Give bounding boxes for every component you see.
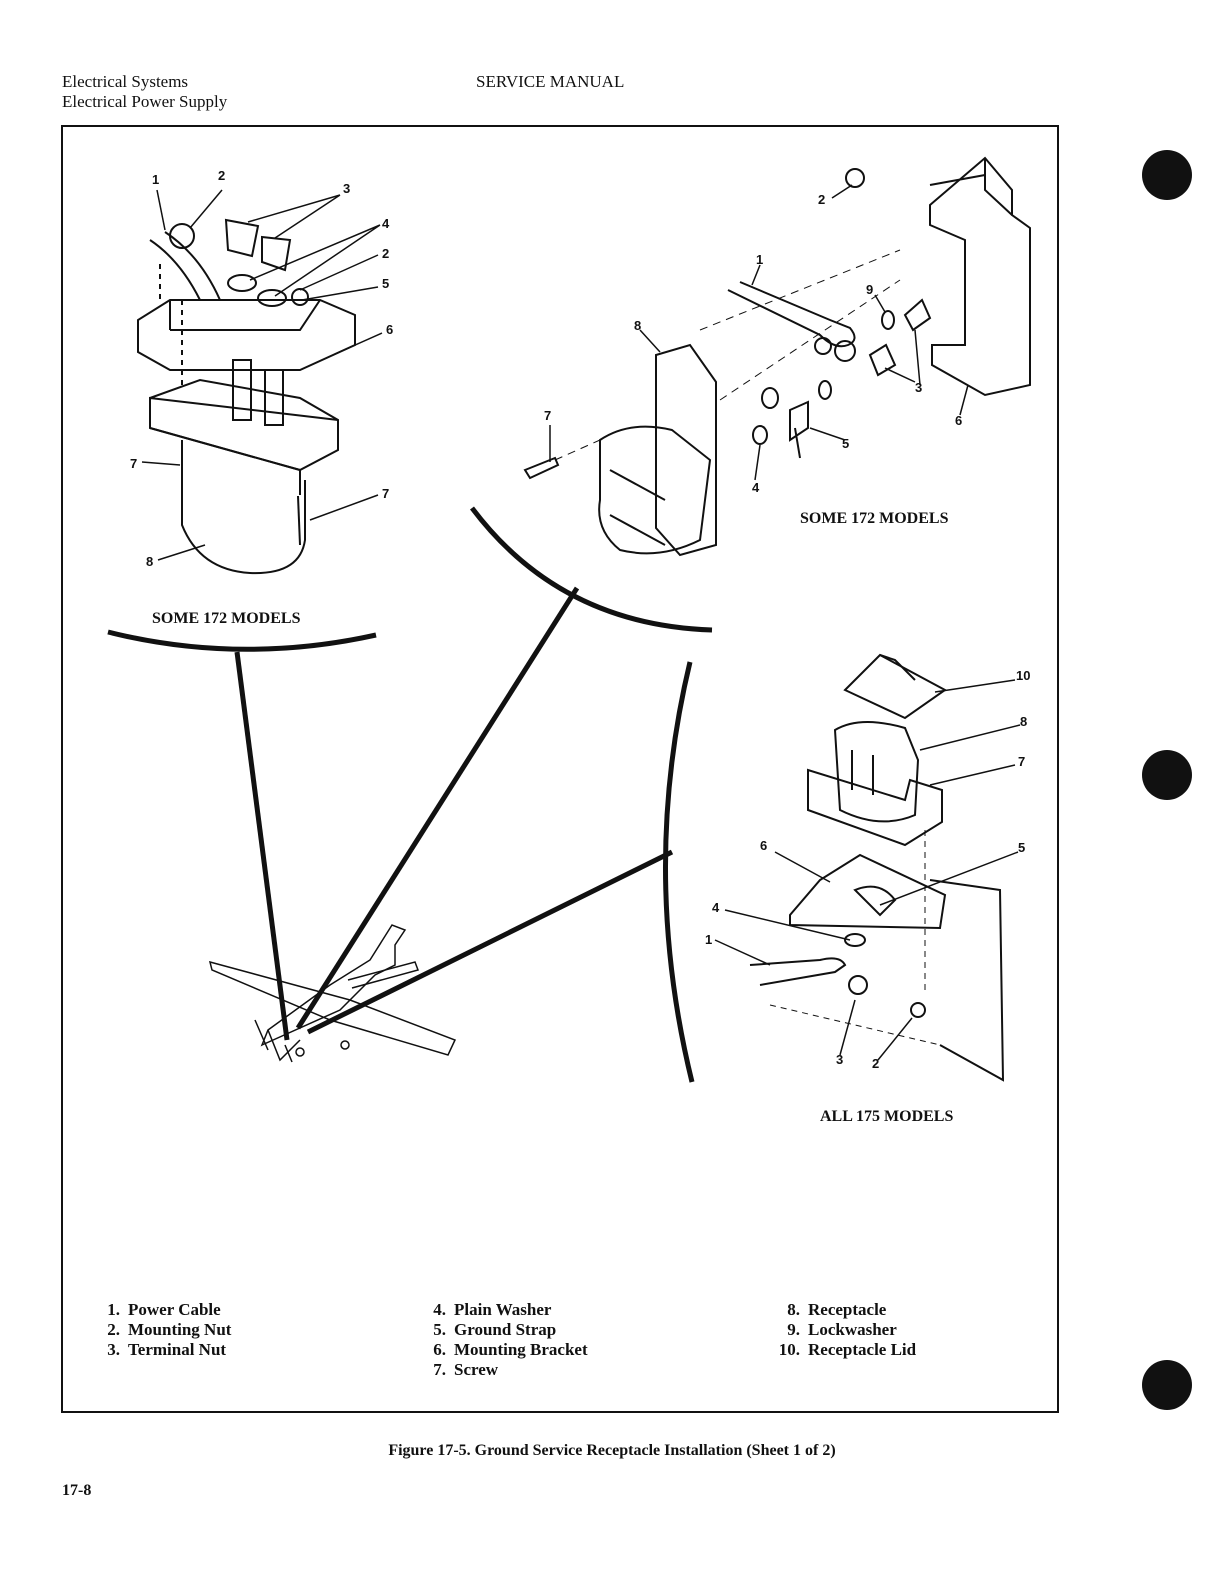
top-left-receptacle-drawing	[137, 218, 356, 575]
legend-item: 3.Terminal Nut	[107, 1340, 227, 1359]
view-caption-top-right: SOME 172 MODELS	[800, 510, 949, 527]
top-right-receptacle-drawing	[523, 156, 1031, 557]
bottom-right-receptacle-drawing	[749, 653, 1005, 1082]
section-title: Electrical Systems	[62, 72, 189, 91]
callout-4: 4	[382, 216, 390, 231]
callout-3b: 3	[915, 380, 922, 395]
legend-item: 5.Ground Strap	[433, 1320, 557, 1339]
figure-caption: Figure 17-5. Ground Service Receptacle I…	[388, 1442, 836, 1459]
figure-frame	[61, 125, 1059, 1413]
callout-3: 3	[343, 181, 350, 196]
view-caption-top-left: SOME 172 MODELS	[152, 610, 301, 627]
callout-7d: 7	[1018, 754, 1025, 769]
legend-column-1: 1.Power Cable 2.Mounting Nut 3.Terminal …	[90, 1300, 231, 1360]
top-left-leaders	[141, 189, 383, 561]
callout-8b: 8	[634, 318, 641, 333]
callout-1: 1	[152, 172, 159, 187]
legend-item: 9.Lockwasher	[787, 1320, 897, 1339]
callout-2c: 2	[818, 192, 825, 207]
callout-3c: 3	[836, 1052, 843, 1067]
callout-1b: 1	[756, 252, 763, 267]
callout-6: 6	[386, 322, 393, 337]
callout-8c: 8	[1020, 714, 1027, 729]
legend-item: 10.Receptacle Lid	[778, 1340, 917, 1359]
callout-5: 5	[382, 276, 389, 291]
view-caption-bottom-right: ALL 175 MODELS	[820, 1108, 953, 1125]
revision-bullet-mark	[1142, 150, 1192, 200]
section-header: Electrical Systems Electrical Power Supp…	[62, 72, 227, 112]
callout-7: 7	[130, 456, 137, 471]
legend-item: 7.Screw	[433, 1360, 499, 1379]
callout-6b: 6	[955, 413, 962, 428]
callout-5b: 5	[842, 436, 849, 451]
callout-6c: 6	[760, 838, 767, 853]
callout-1c: 1	[705, 932, 712, 947]
callout-10: 10	[1016, 668, 1030, 683]
legend-item: 6.Mounting Bracket	[433, 1340, 588, 1359]
callout-7b: 7	[382, 486, 389, 501]
page-number: 17-8	[62, 1482, 92, 1499]
pointer-lines	[234, 586, 674, 1041]
legend-column-3: 8.Receptacle 9.Lockwasher 10.Receptacle …	[770, 1300, 916, 1360]
legend-item: 4.Plain Washer	[433, 1300, 552, 1319]
callout-2: 2	[218, 168, 225, 183]
legend-item: 8.Receptacle	[787, 1300, 887, 1319]
callout-7c: 7	[544, 408, 551, 423]
legend-item: 2.Mounting Nut	[107, 1320, 232, 1339]
callout-2d: 2	[872, 1056, 879, 1071]
legend-column-2: 4.Plain Washer 5.Ground Strap 6.Mounting…	[416, 1300, 588, 1380]
callout-5c: 5	[1018, 840, 1025, 855]
callout-8: 8	[146, 554, 153, 569]
callout-2b: 2	[382, 246, 389, 261]
airplane-drawing	[208, 924, 457, 1063]
section-subtitle: Electrical Power Supply	[62, 92, 228, 111]
revision-bullet-mark	[1142, 750, 1192, 800]
callout-4c: 4	[712, 900, 720, 915]
callout-9: 9	[866, 282, 873, 297]
revision-bullet-mark	[1142, 1360, 1192, 1410]
manual-title: SERVICE MANUAL	[476, 72, 625, 91]
legend-item: 1.Power Cable	[107, 1300, 221, 1319]
bottom-right-leaders	[714, 679, 1021, 1061]
top-right-leaders	[549, 184, 969, 481]
callout-4b: 4	[752, 480, 760, 495]
